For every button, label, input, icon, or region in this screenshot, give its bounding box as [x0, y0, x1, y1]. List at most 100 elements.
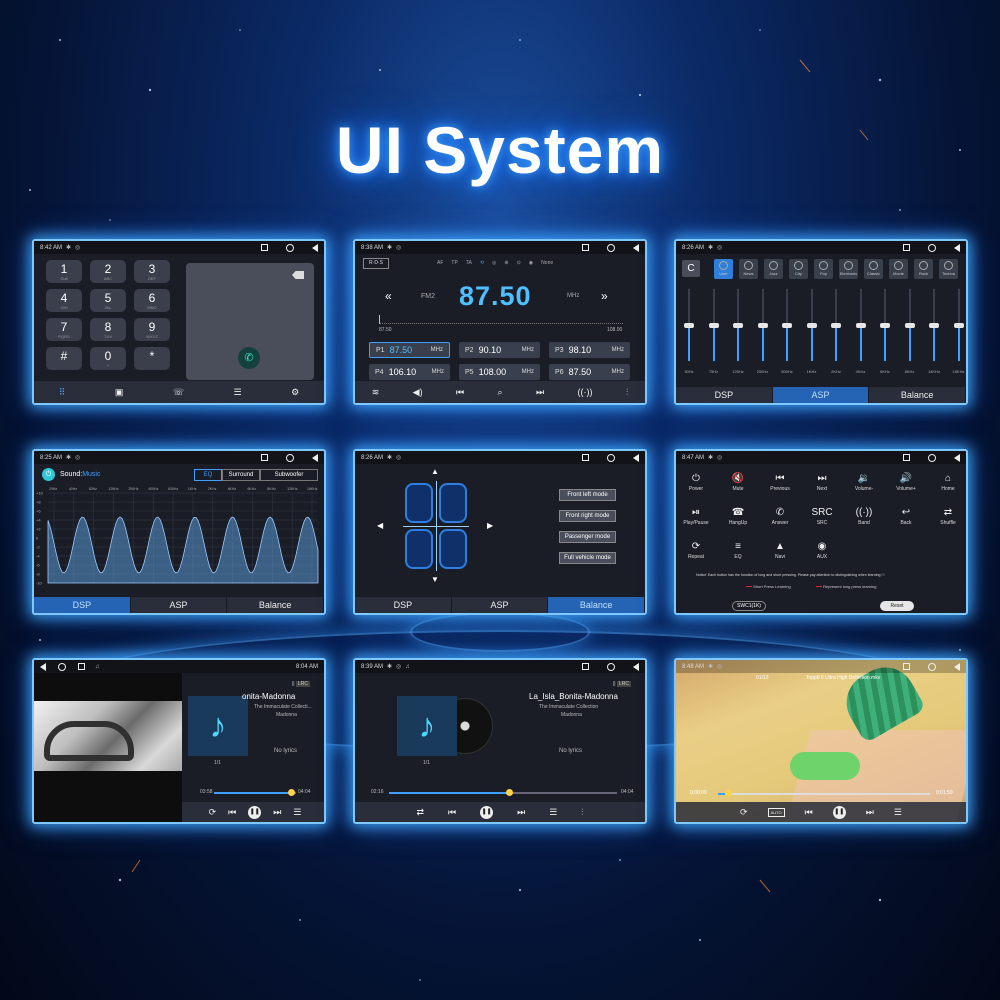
reset-button[interactable]: Reset: [880, 601, 914, 611]
tab-eq[interactable]: EQ: [194, 469, 222, 481]
swc-key-button[interactable]: ⏯Play/Pause: [676, 507, 716, 526]
eq-band-slider[interactable]: [904, 289, 915, 361]
recent-apps-icon[interactable]: [261, 243, 268, 251]
swc-key-button[interactable]: ☎HangUp: [718, 507, 758, 526]
slider-knob[interactable]: [904, 323, 915, 328]
settings-gear-icon[interactable]: ⚙: [291, 386, 300, 397]
car-seat-map[interactable]: [403, 481, 469, 571]
slider-knob[interactable]: [855, 323, 866, 328]
pause-icon[interactable]: ❚❚: [480, 805, 494, 819]
asp-preset-button[interactable]: Electronic: [839, 259, 858, 279]
dx-icon[interactable]: ◉: [528, 260, 534, 266]
reset-eq-button[interactable]: C: [682, 260, 700, 277]
tab-dsp[interactable]: DSP: [676, 387, 773, 403]
eq-band-slider[interactable]: [757, 289, 768, 361]
next-icon[interactable]: ⏭: [273, 806, 282, 817]
recent-apps-icon[interactable]: [903, 453, 910, 461]
asp-preset-button[interactable]: News: [739, 259, 758, 279]
sound-mode[interactable]: Sound:Music: [60, 471, 101, 478]
slider-knob[interactable]: [953, 323, 964, 328]
swc-key-button[interactable]: ≡EQ: [718, 541, 758, 560]
seek-back-icon[interactable]: «: [385, 289, 392, 303]
pause-icon[interactable]: ❚❚: [248, 805, 262, 819]
slider-knob[interactable]: [880, 323, 890, 328]
next-icon[interactable]: ⏭: [517, 806, 526, 817]
tab-asp[interactable]: ASP: [772, 387, 870, 403]
dial-key[interactable]: *: [134, 347, 170, 370]
video-frame[interactable]: [676, 660, 966, 822]
eq-band-slider[interactable]: [782, 289, 792, 361]
home-nav-icon[interactable]: [286, 243, 294, 252]
mode-front-left[interactable]: Front left mode: [559, 489, 616, 501]
swc-key-button[interactable]: ((·))Band: [844, 507, 884, 526]
back-nav-icon[interactable]: [312, 243, 318, 252]
asp-preset-button[interactable]: City: [789, 259, 808, 279]
recent-apps-icon[interactable]: [903, 662, 910, 670]
eq-band-slider[interactable]: [831, 289, 841, 361]
slider-knob[interactable]: [782, 323, 792, 328]
slider-knob[interactable]: [733, 323, 743, 328]
previous-icon[interactable]: ⏮: [804, 806, 813, 817]
shuffle-icon[interactable]: ⇄: [416, 806, 424, 817]
progress-bar[interactable]: [214, 789, 296, 796]
progress-knob[interactable]: [506, 789, 514, 796]
asp-preset-button[interactable]: Classic: [864, 259, 883, 279]
progress-bar[interactable]: [718, 790, 930, 797]
home-nav-icon[interactable]: [286, 453, 294, 462]
swc-key-button[interactable]: 🔊Volume+: [886, 473, 926, 492]
mode-front-right[interactable]: Front right mode: [559, 510, 616, 522]
home-nav-icon[interactable]: [607, 453, 615, 462]
playlist-icon[interactable]: ☰: [549, 806, 558, 817]
mode-passenger[interactable]: Passenger mode: [559, 531, 616, 543]
dial-key[interactable]: #: [46, 347, 82, 370]
asp-preset-button[interactable]: Pop: [814, 259, 833, 279]
lrc-toggle[interactable]: || LRC: [613, 681, 632, 687]
slider-knob[interactable]: [806, 323, 817, 328]
flag-tp[interactable]: TP: [451, 260, 458, 266]
swc-key-button[interactable]: ⇄Shuffle: [928, 507, 966, 526]
slider-knob[interactable]: [684, 323, 694, 328]
arrow-left-icon[interactable]: ◀: [377, 521, 384, 530]
tab-balance[interactable]: Balance: [869, 387, 966, 403]
flag-af[interactable]: AF: [437, 260, 444, 266]
progress-bar[interactable]: [389, 789, 617, 796]
scan-icon[interactable]: ⊙: [516, 260, 521, 266]
previous-icon[interactable]: ⏮: [447, 806, 457, 817]
asp-preset-button[interactable]: User: [714, 259, 733, 279]
back-nav-icon[interactable]: [633, 453, 639, 462]
call-log-tab-icon[interactable]: ☏: [172, 386, 185, 397]
contacts-tab-icon[interactable]: ▣: [114, 386, 124, 397]
back-nav-icon[interactable]: [40, 662, 46, 671]
eq-band-slider[interactable]: [929, 289, 939, 361]
swc-key-button[interactable]: ✆Answer: [760, 507, 800, 526]
stereo-icon[interactable]: ◎: [492, 260, 497, 266]
pty-value[interactable]: None: [541, 260, 554, 266]
playlist-icon[interactable]: ☰: [293, 806, 302, 817]
antenna-icon[interactable]: ((·)): [577, 387, 593, 397]
recent-apps-icon[interactable]: [582, 453, 589, 461]
next-icon[interactable]: ⏭: [865, 806, 874, 817]
pause-icon[interactable]: ❚❚: [832, 805, 846, 819]
progress-knob[interactable]: [725, 790, 733, 797]
tab-asp[interactable]: ASP: [451, 597, 549, 613]
tab-dsp[interactable]: DSP: [355, 597, 452, 613]
home-nav-icon[interactable]: [607, 662, 615, 671]
recent-apps-icon[interactable]: [582, 243, 589, 251]
home-nav-icon[interactable]: [928, 662, 936, 671]
home-nav-icon[interactable]: [928, 243, 936, 252]
sms-tab-icon[interactable]: ☰: [233, 386, 242, 397]
eq-band-slider[interactable]: [880, 289, 890, 361]
asp-preset-button[interactable]: Jazz: [764, 259, 783, 279]
eq-icon[interactable]: ⫶: [625, 386, 629, 397]
back-nav-icon[interactable]: [633, 243, 639, 252]
repeat-icon[interactable]: ⟳: [740, 806, 748, 817]
